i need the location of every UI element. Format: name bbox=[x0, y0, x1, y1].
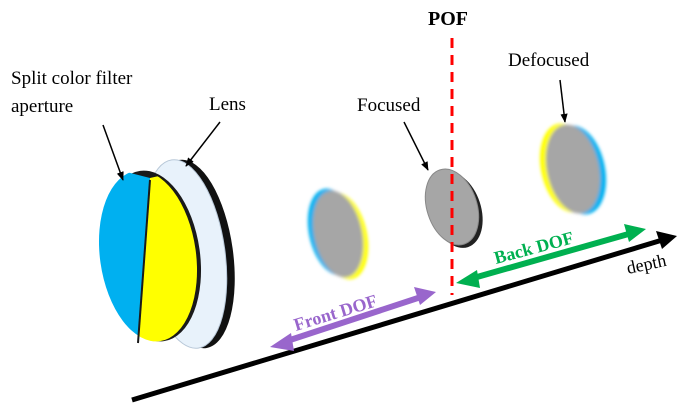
depth-axis bbox=[131, 231, 677, 403]
back-defocused-object-icon bbox=[539, 123, 607, 215]
focused-object-icon bbox=[424, 168, 483, 248]
focused-pointer-arrow bbox=[403, 121, 429, 171]
defocused-label: Defocused bbox=[508, 50, 590, 71]
split-color-filter-icon bbox=[98, 170, 202, 344]
defocused-pointer-arrow bbox=[559, 79, 568, 123]
filter-pointer-arrow bbox=[102, 124, 124, 181]
back-dof-arrow bbox=[456, 224, 646, 288]
lens-label: Lens bbox=[209, 94, 246, 115]
pof-label: POF bbox=[428, 8, 468, 30]
front-dof-arrow bbox=[270, 287, 436, 351]
lens-pointer-arrow bbox=[185, 121, 221, 167]
focused-label: Focused bbox=[357, 95, 421, 116]
aperture-label: aperture bbox=[11, 96, 73, 117]
filter-label: Split color filter bbox=[11, 68, 133, 89]
depth-label: depth bbox=[625, 250, 668, 278]
front-defocused-object-icon bbox=[307, 188, 369, 280]
